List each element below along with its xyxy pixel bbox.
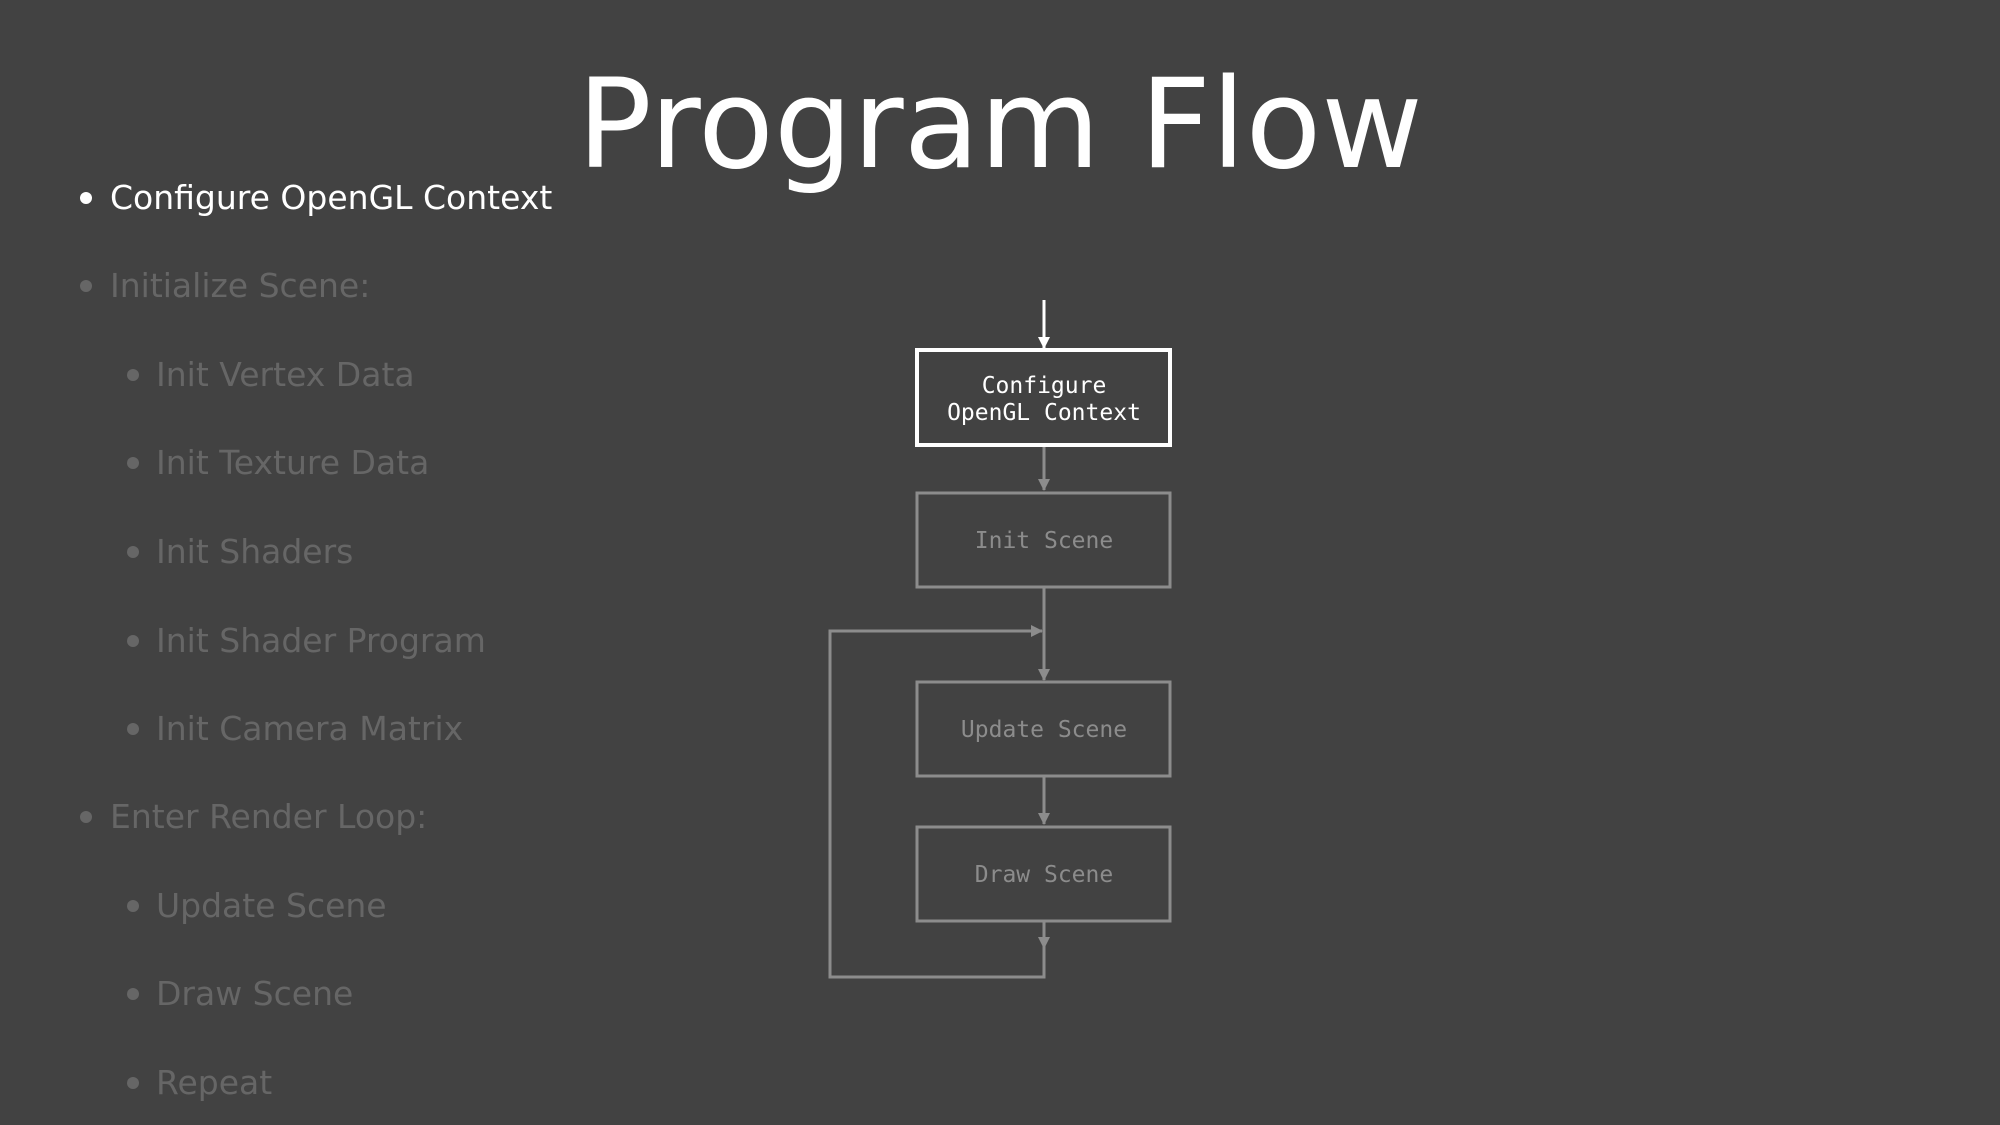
bullet-label: Init Camera Matrix	[156, 709, 464, 748]
bullet-label: Update Scene	[156, 886, 387, 925]
bullet-dot-icon	[80, 811, 92, 823]
node-draw-scene: Draw Scene	[915, 825, 1172, 923]
bullet-dot-icon	[80, 280, 92, 292]
bullet-dot-icon	[127, 546, 139, 558]
node-box	[915, 348, 1172, 447]
node-label-line-1: Configure	[982, 373, 1107, 399]
node-label-line-2: OpenGL Context	[947, 400, 1141, 426]
bullet-label: Init Shader Program	[156, 621, 486, 660]
bullet-label: Enter Render Loop:	[110, 797, 428, 836]
bullet-dot-icon	[80, 192, 92, 204]
bullet-dot-icon	[127, 988, 139, 1000]
bullet-list: Configure OpenGL Context Initialize Scen…	[0, 0, 600, 1125]
node-label: Draw Scene	[975, 862, 1113, 888]
bullet-dot-icon	[127, 369, 139, 381]
node-update-scene: Update Scene	[915, 680, 1172, 778]
node-box	[915, 491, 1172, 589]
bullet-dot-icon	[127, 1077, 139, 1089]
bullet-label: Init Shaders	[156, 532, 354, 571]
bullet-label: Initialize Scene:	[110, 266, 371, 305]
bullet-label: Draw Scene	[156, 974, 354, 1013]
bullet-label: Init Texture Data	[156, 443, 430, 482]
bullet-dot-icon	[127, 457, 139, 469]
node-configure-opengl-context: Configure OpenGL Context	[915, 348, 1172, 447]
bullet-label: Init Vertex Data	[156, 355, 415, 394]
bullet-label: Repeat	[156, 1063, 273, 1102]
slide-title-text: Program Flow	[577, 53, 1423, 197]
slide-title: Program Flow	[0, 50, 2000, 200]
bullet-dot-icon	[127, 635, 139, 647]
bullet-label: Configure OpenGL Context	[110, 178, 553, 217]
bullet-dot-icon	[127, 723, 139, 735]
edge-loop-back	[828, 625, 1046, 979]
node-label: Update Scene	[961, 717, 1127, 743]
node-box	[915, 825, 1172, 923]
node-label: Init Scene	[975, 528, 1113, 554]
node-init-scene: Init Scene	[915, 491, 1172, 589]
node-box	[915, 680, 1172, 778]
bullet-dot-icon	[127, 900, 139, 912]
